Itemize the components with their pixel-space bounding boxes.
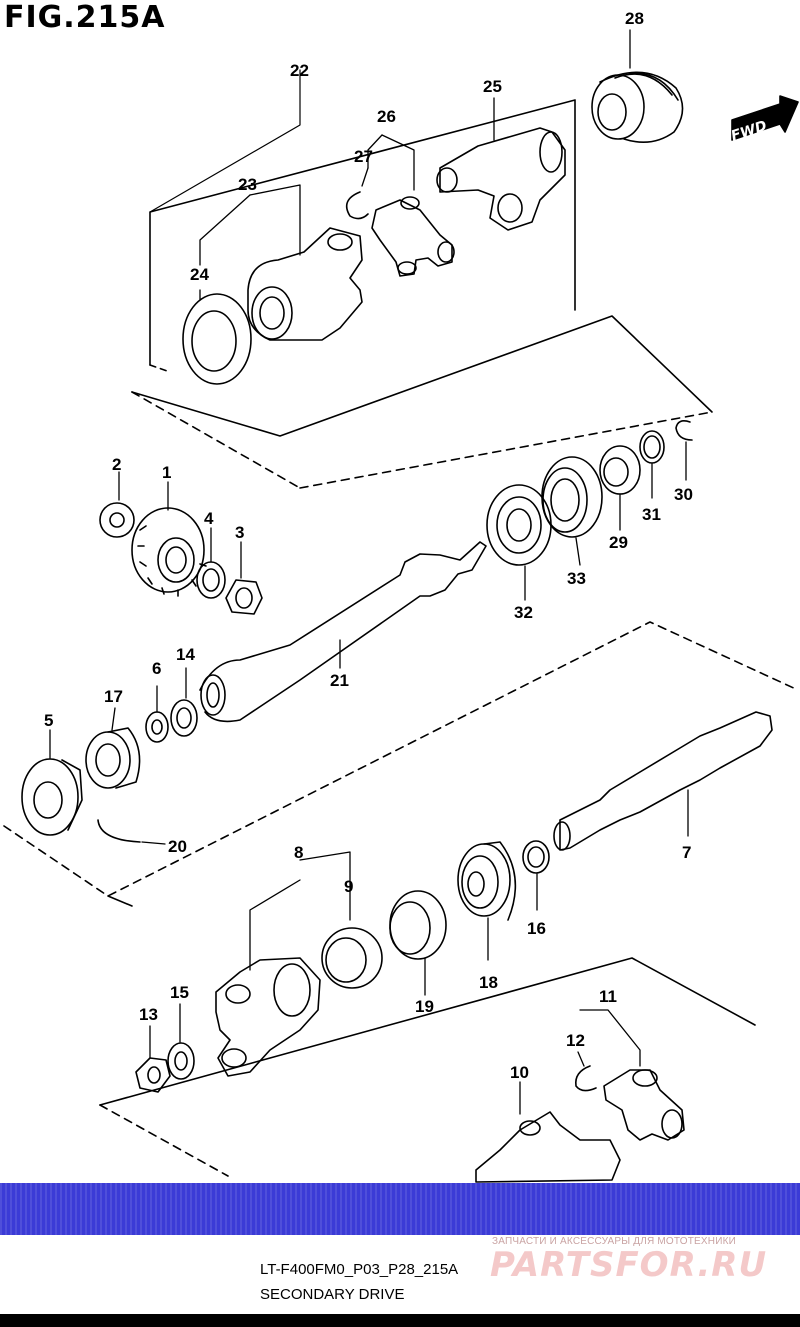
callout-14: 14 xyxy=(176,645,195,664)
callout-26: 26 xyxy=(377,107,396,126)
footer-bar xyxy=(0,1314,800,1327)
seal-part-9 xyxy=(321,927,383,989)
callout-22: 22 xyxy=(290,61,309,80)
figure-subtitle: SECONDARY DRIVE xyxy=(260,1286,405,1303)
seal-part-24 xyxy=(182,293,252,385)
figure-code: LT-F400FM0_P03_P28_215A xyxy=(260,1261,459,1278)
callout-20: 20 xyxy=(168,837,187,856)
seal-part-33 xyxy=(541,456,603,538)
group-box-bottom xyxy=(99,957,756,1177)
washer-part-15 xyxy=(167,1042,195,1080)
callout-27: 27 xyxy=(354,147,373,166)
washer-part-4 xyxy=(196,561,226,599)
yoke-part-25 xyxy=(436,127,566,231)
callout-7: 7 xyxy=(682,843,691,862)
callout-33: 33 xyxy=(567,569,586,588)
washer-part-2 xyxy=(99,502,135,538)
blue-band xyxy=(0,1183,800,1235)
bearing-part-18 xyxy=(457,841,517,921)
callout-30: 30 xyxy=(674,485,693,504)
ring-part-16 xyxy=(522,840,550,874)
callout-1: 1 xyxy=(162,463,171,482)
washer-part-6 xyxy=(145,711,169,743)
ring-part-31 xyxy=(639,430,665,464)
figure-title: FIG.215A xyxy=(4,0,166,35)
callout-4: 4 xyxy=(204,509,214,528)
callout-18: 18 xyxy=(479,973,498,992)
callout-19: 19 xyxy=(415,997,434,1016)
group-box-lower xyxy=(3,621,799,907)
callout-6: 6 xyxy=(152,659,161,678)
callout-11: 11 xyxy=(599,987,617,1006)
shaft-part-7 xyxy=(553,711,773,851)
callout-17: 17 xyxy=(104,687,123,706)
fwd-arrow xyxy=(731,95,799,141)
cross-joint-part-26 xyxy=(371,196,455,277)
callout-25: 25 xyxy=(483,77,502,96)
callout-15: 15 xyxy=(170,983,189,1002)
washer-part-14 xyxy=(170,699,198,737)
clip-part-20 xyxy=(97,819,141,843)
blue-band-texture xyxy=(0,1183,800,1235)
callout-28: 28 xyxy=(625,9,644,28)
nut-part-3 xyxy=(225,579,263,615)
callout-16: 16 xyxy=(527,919,546,938)
callout-10: 10 xyxy=(510,1063,529,1082)
watermark-caption: ЗАПЧАСТИ И АКСЕССУАРЫ ДЛЯ МОТОТЕХНИКИ xyxy=(492,1236,737,1247)
callout-9: 9 xyxy=(344,877,353,896)
cross-joint-part-11 xyxy=(603,1069,685,1141)
yoke-part-10 xyxy=(475,1111,621,1183)
callout-8: 8 xyxy=(294,843,303,862)
callout-21: 21 xyxy=(330,671,349,690)
collar-part-29 xyxy=(599,445,641,495)
callout-32: 32 xyxy=(514,603,533,622)
callout-29: 29 xyxy=(609,533,628,552)
callout-3: 3 xyxy=(235,523,244,542)
bearing-part-32 xyxy=(486,484,552,566)
leader-lines xyxy=(49,29,689,1115)
bearing-part-17 xyxy=(85,727,141,789)
shaft-part-21 xyxy=(199,541,487,723)
callout-2: 2 xyxy=(112,455,121,474)
callout-13: 13 xyxy=(139,1005,158,1024)
gear-part-5 xyxy=(21,758,83,836)
watermark-logo: PARTSFOR.RU xyxy=(490,1245,768,1285)
callout-5: 5 xyxy=(44,711,53,730)
callout-23: 23 xyxy=(238,175,257,194)
clip-part-12 xyxy=(574,1065,597,1092)
callout-31: 31 xyxy=(642,505,661,524)
circlip-part-30 xyxy=(675,420,693,441)
group-box-22 xyxy=(131,69,713,489)
yoke-part-23 xyxy=(247,227,363,341)
boot-part-28 xyxy=(591,71,684,144)
seal-part-19 xyxy=(389,890,447,960)
yoke-part-8 xyxy=(215,957,321,1077)
gear-part-1 xyxy=(131,507,207,597)
callout-24: 24 xyxy=(190,265,209,284)
clip-part-27 xyxy=(345,191,369,220)
callout-12: 12 xyxy=(566,1031,585,1050)
